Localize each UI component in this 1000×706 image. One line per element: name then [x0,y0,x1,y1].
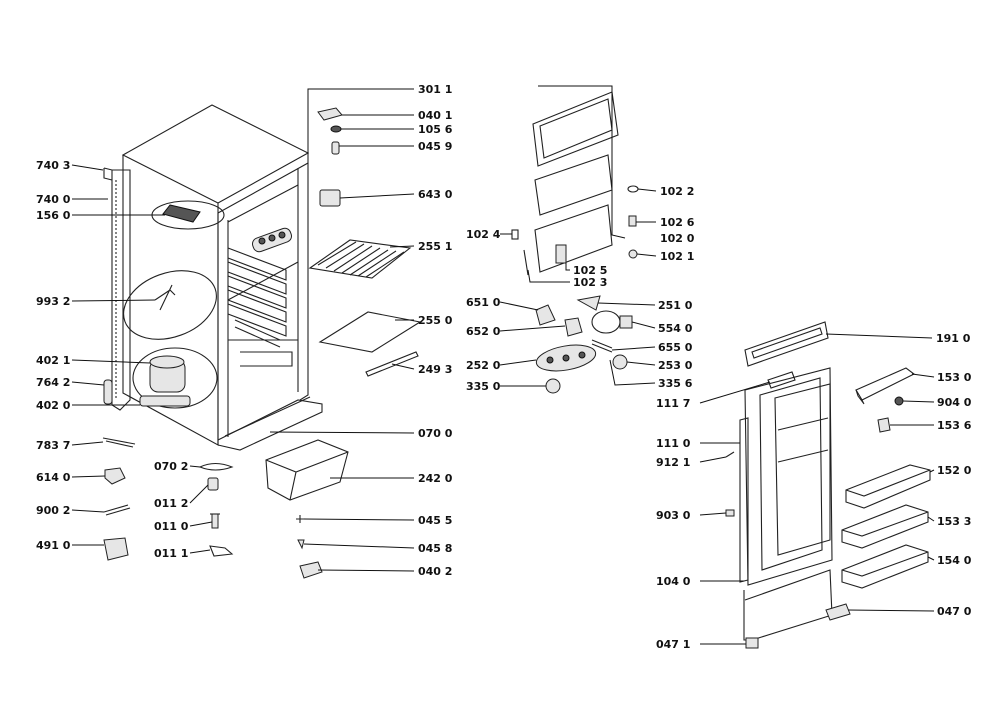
label-1533: 153 3 [937,515,971,528]
label-1040: 104 0 [656,575,691,588]
label-1020: 102 0 [660,232,695,245]
label-1117: 111 7 [656,397,690,410]
label-1560: 156 0 [36,209,71,222]
label-0700: 070 0 [418,427,453,440]
leader-lines [71,85,935,645]
label-1056: 105 6 [418,123,453,136]
label-0112: 011 2 [154,497,188,510]
label-0458: 045 8 [418,542,452,555]
label-9030: 903 0 [656,509,691,522]
label-5540: 554 0 [658,322,693,335]
label-3011: 301 1 [418,83,452,96]
label-6140: 614 0 [36,471,71,484]
label-0455: 045 5 [418,514,452,527]
label-3350: 335 0 [466,380,501,393]
label-9121: 912 1 [656,456,690,469]
label-1910: 191 0 [936,332,971,345]
thermostat-group [535,295,633,394]
label-7642: 764 2 [36,376,70,389]
label-1110: 111 0 [656,437,691,450]
label-9002: 900 2 [36,504,70,517]
left-small-parts [102,437,234,561]
label-1023: 102 3 [573,276,607,289]
cabinet-body [103,104,323,451]
label-4021: 402 1 [36,354,70,367]
label-1540: 154 0 [937,554,972,567]
label-1025: 102 5 [573,264,607,277]
freezer-flaps [511,91,639,276]
label-1530: 153 0 [937,371,972,384]
label-0702: 070 2 [154,460,188,473]
label-0110: 011 0 [154,520,189,533]
label-6510: 651 0 [466,296,501,309]
label-4020: 402 0 [36,399,71,412]
label-0111: 011 1 [154,547,188,560]
label-2510: 251 0 [658,299,693,312]
label-0459: 045 9 [418,140,452,153]
label-1022: 102 2 [660,185,694,198]
label-9932: 993 2 [36,295,70,308]
label-6520: 652 0 [466,325,501,338]
label-1024: 102 4 [466,228,501,241]
label-1021: 102 1 [660,250,694,263]
label-6430: 643 0 [418,188,453,201]
label-2550: 255 0 [418,314,453,327]
part-number-labels: 301 1 040 1 105 6 045 9 643 0 255 1 255 … [36,83,972,651]
label-0471: 047 1 [656,638,690,651]
label-0402: 040 2 [418,565,452,578]
label-3356: 335 6 [658,377,693,390]
label-7837: 783 7 [36,439,70,452]
label-7400: 740 0 [36,193,71,206]
label-2493: 249 3 [418,363,452,376]
label-6550: 655 0 [658,341,693,354]
label-9040: 904 0 [937,396,972,409]
label-7403: 740 3 [36,159,70,172]
label-0470: 047 0 [937,605,972,618]
label-2420: 242 0 [418,472,453,485]
middle-column-parts [265,107,422,579]
label-1026: 102 6 [660,216,695,229]
label-4910: 491 0 [36,539,71,552]
door-shelves [825,367,931,621]
label-1536: 153 6 [937,419,972,432]
label-0401: 040 1 [418,109,452,122]
door-assembly [725,321,833,649]
label-2530: 253 0 [658,359,693,372]
label-2520: 252 0 [466,359,501,372]
label-2551: 255 1 [418,240,452,253]
label-1520: 152 0 [937,464,972,477]
